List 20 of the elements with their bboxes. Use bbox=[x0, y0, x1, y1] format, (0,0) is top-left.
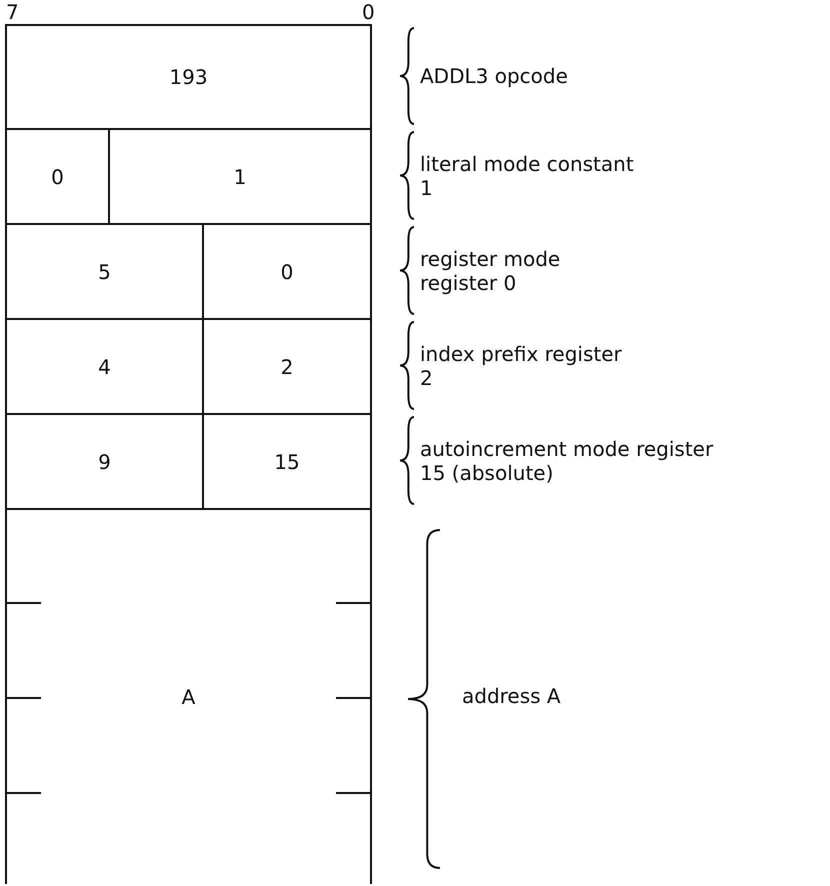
field-description: register mode register 0 bbox=[420, 247, 562, 295]
field-value: 193 bbox=[169, 65, 208, 89]
field-description: ADDL3 opcode bbox=[420, 64, 568, 88]
bit-number: 7 bbox=[6, 0, 19, 24]
field-value: 4 bbox=[98, 354, 111, 378]
bit-number: 0 bbox=[362, 0, 375, 24]
field-description: address A bbox=[462, 684, 561, 708]
field-value: A bbox=[182, 685, 196, 709]
memory-region bbox=[5, 508, 372, 884]
field-description: index prefix register 2 bbox=[420, 342, 623, 390]
field-value: 9 bbox=[98, 450, 111, 474]
field-description: autoincrement mode register 15 (absolute) bbox=[420, 437, 714, 485]
field-cell bbox=[5, 24, 372, 130]
field-value: 5 bbox=[98, 260, 111, 284]
field-value: 2 bbox=[280, 354, 294, 378]
field-value: 0 bbox=[51, 164, 64, 188]
field-description: literal mode constant 1 bbox=[420, 152, 635, 200]
field-value: 1 bbox=[234, 164, 246, 188]
field-value: 15 bbox=[274, 450, 300, 474]
field-value: 0 bbox=[280, 260, 294, 284]
